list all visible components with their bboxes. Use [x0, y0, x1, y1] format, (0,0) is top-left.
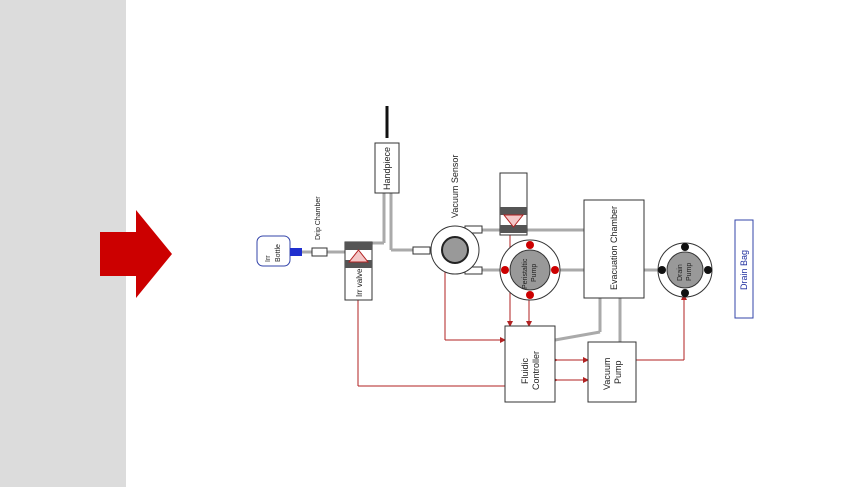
svg-text:Bottle: Bottle: [275, 244, 282, 262]
vacuum-pump: Vacuum Pump: [587, 341, 637, 403]
svg-text:Peristaltic: Peristaltic: [522, 258, 529, 289]
svg-text:Vacuum Sensor: Vacuum Sensor: [450, 155, 460, 218]
svg-text:Fluidic: Fluidic: [520, 357, 530, 384]
svg-text:Pump: Pump: [613, 360, 623, 384]
svg-text:Pump: Pump: [531, 264, 538, 282]
svg-text:Drip Chamber: Drip Chamber: [315, 196, 322, 240]
drain-pump: Drain Pump: [657, 242, 713, 298]
svg-text:Evacuation Chamber: Evacuation Chamber: [609, 206, 619, 290]
handpiece: Handpiece: [374, 106, 400, 194]
svg-text:Pump: Pump: [686, 263, 693, 281]
irr-valve: Irr valve: [344, 241, 373, 301]
right-arrow-icon: [100, 210, 172, 298]
drip-chamber: Drip Chamber: [311, 196, 328, 257]
bottle-connector: [290, 248, 302, 256]
svg-text:Handpiece: Handpiece: [382, 147, 392, 190]
svg-text:Irr: Irr: [265, 255, 272, 262]
peristaltic-pump: Peristaltic Pump: [499, 239, 561, 301]
vacuum-sensor: Vacuum Sensor: [412, 155, 483, 275]
svg-text:Vacuum: Vacuum: [602, 358, 612, 390]
svg-text:Drain Bag: Drain Bag: [739, 250, 749, 290]
aspiration-valve: [499, 172, 528, 236]
evacuation-chamber: Evacuation Chamber: [583, 199, 645, 299]
svg-text:Irr valve: Irr valve: [355, 268, 364, 297]
fluidic-controller: Fluidic Controller: [504, 325, 556, 403]
drain-bag: Drain Bag: [734, 219, 754, 319]
svg-text:Drain: Drain: [677, 264, 684, 281]
irr-bottle: Irr Bottle: [256, 235, 291, 267]
svg-text:Controller: Controller: [531, 351, 541, 390]
